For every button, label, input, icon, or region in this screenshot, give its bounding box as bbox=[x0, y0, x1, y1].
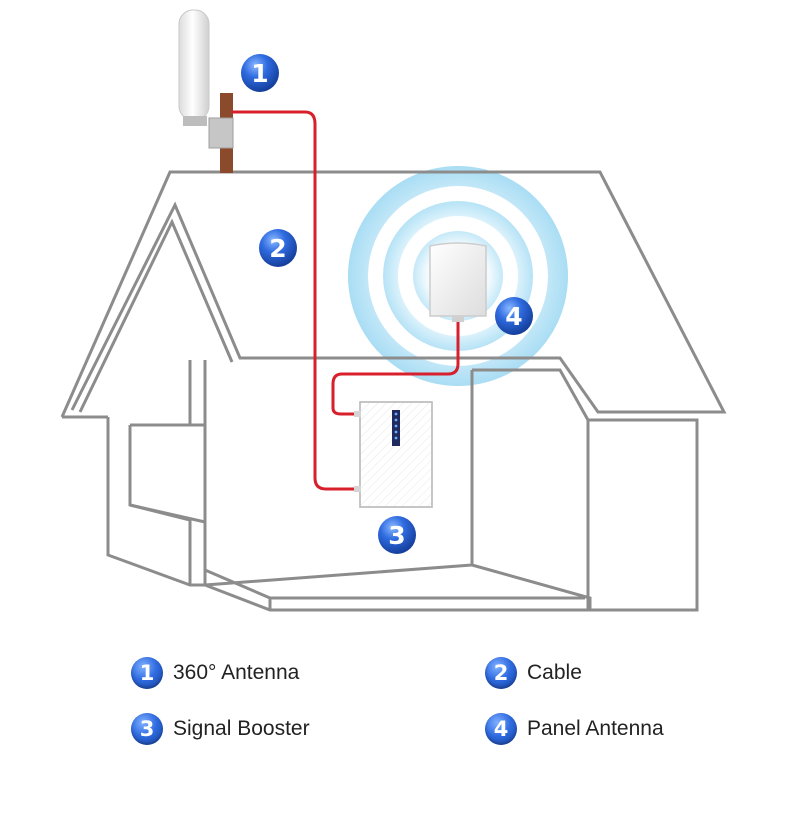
marker-4-label: 4 bbox=[505, 302, 522, 331]
panel-antenna bbox=[429, 242, 487, 322]
marker-2: 2 bbox=[259, 229, 297, 267]
marker-3: 3 bbox=[378, 516, 416, 554]
marker-2-label: 2 bbox=[269, 234, 286, 263]
marker-4: 4 bbox=[495, 297, 533, 335]
house-outline bbox=[60, 170, 727, 612]
marker-1-label: 1 bbox=[251, 59, 268, 88]
marker-1: 1 bbox=[241, 54, 279, 92]
cable-lines bbox=[231, 110, 460, 491]
signal-booster bbox=[354, 401, 433, 508]
marker-3-label: 3 bbox=[388, 521, 405, 550]
omni-antenna bbox=[178, 9, 234, 149]
